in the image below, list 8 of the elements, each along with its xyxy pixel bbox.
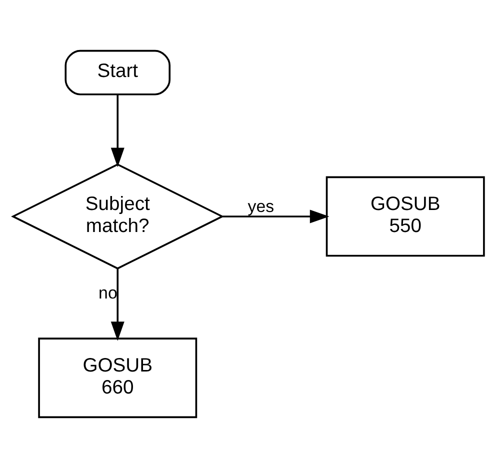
node-diamond: Subject match? <box>11 162 224 269</box>
node-box: GOSUB 660 <box>38 337 198 418</box>
node-box: GOSUB 550 <box>326 176 485 256</box>
edge-label: yes <box>248 196 274 216</box>
arrow <box>110 94 124 167</box>
node-box: Start <box>64 49 171 95</box>
arrow <box>222 209 330 223</box>
arrow <box>110 268 124 340</box>
